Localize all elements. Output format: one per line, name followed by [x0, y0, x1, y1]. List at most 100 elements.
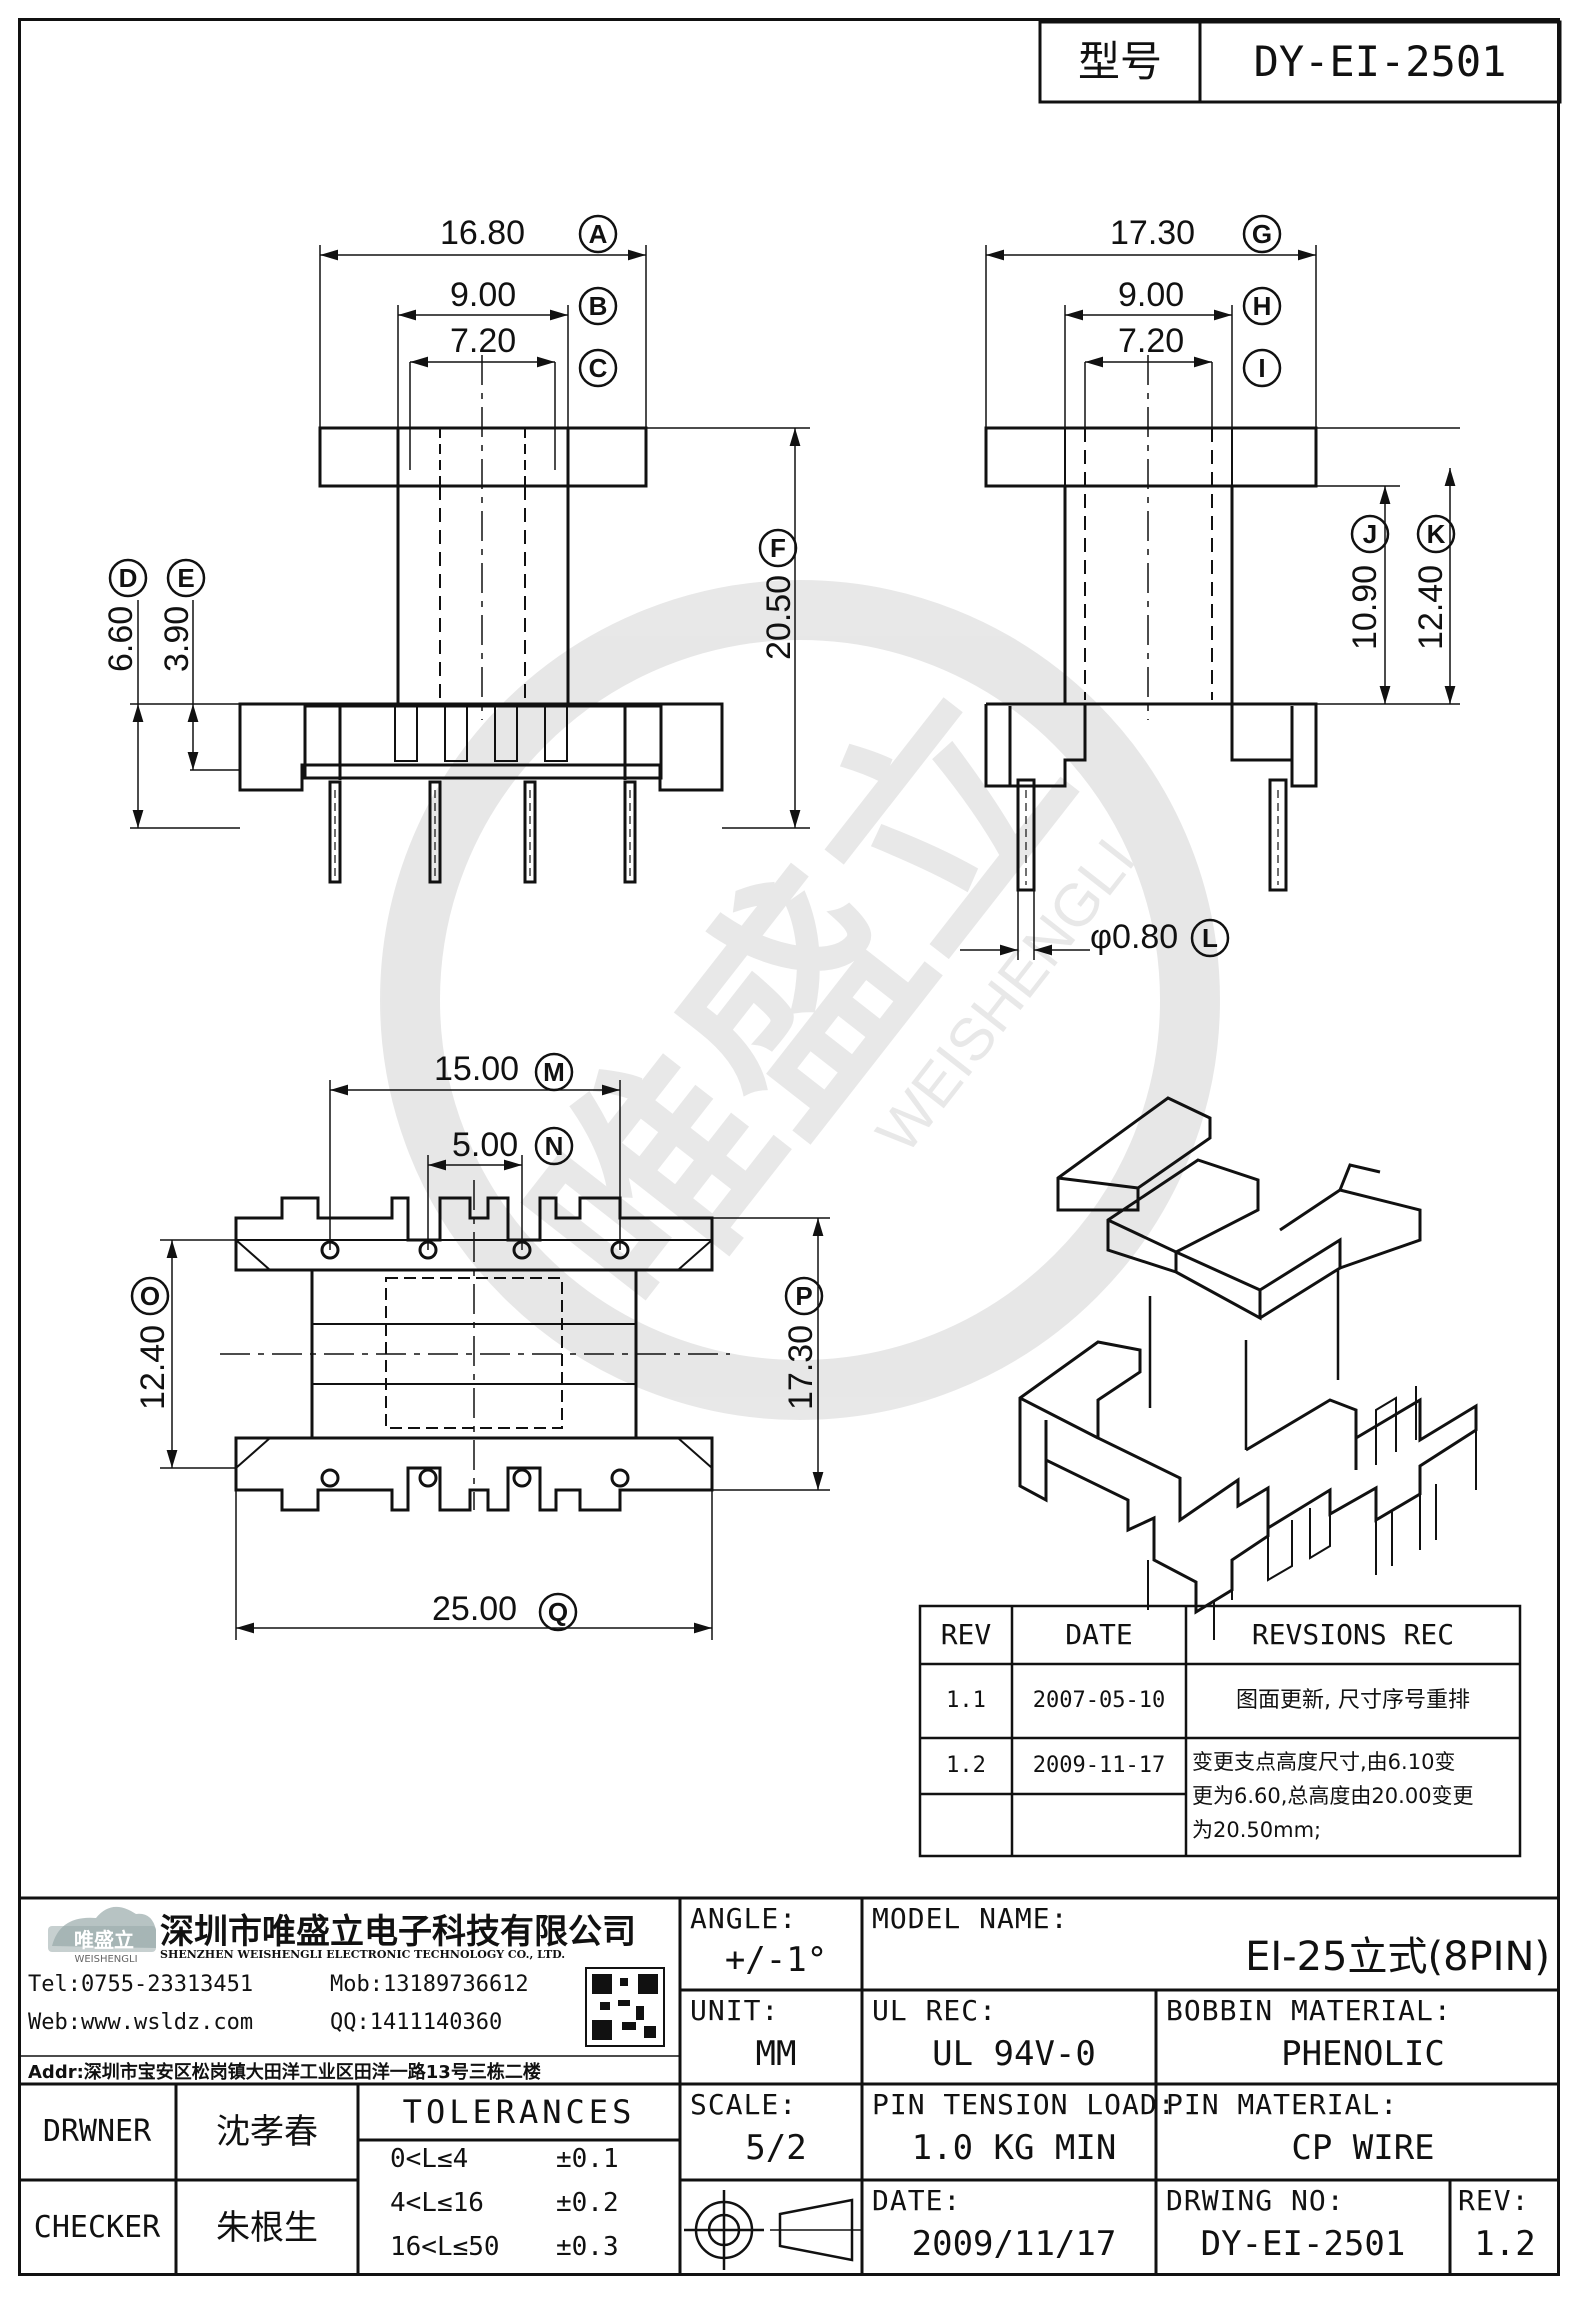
logo-text: 唯盛立 [74, 1928, 134, 1952]
dim-g-value: 17.30 [1110, 214, 1195, 252]
tolerance-range-3: 16<L≤50 [390, 2232, 500, 2262]
callout-markers [108, 214, 1456, 1632]
svg-text:G: G [1252, 219, 1272, 249]
date-value: 2009/11/17 [911, 2224, 1117, 2264]
tolerance-value-3: ±0.3 [556, 2232, 619, 2262]
rev-header-rec: REVSIONS REC [1251, 1618, 1455, 1651]
tolerances-label: TOLERANCES [402, 2093, 636, 2131]
side-view [960, 245, 1460, 960]
svg-text:J: J [1363, 519, 1377, 549]
svg-text:F: F [770, 533, 786, 563]
tolerance-range-2: 4<L≤16 [390, 2188, 484, 2218]
svg-text:O: O [140, 1281, 160, 1311]
dim-o-value: 12.40 [134, 1325, 172, 1410]
svg-text:H: H [1253, 291, 1272, 321]
svg-text:C: C [589, 353, 608, 383]
dim-h-value: 9.00 [1118, 276, 1184, 314]
rev-row-1-rec: 图面更新, 尺寸序号重排 [1236, 1688, 1470, 1713]
dim-q-value: 25.00 [432, 1590, 517, 1628]
unit-label: UNIT: [690, 1994, 780, 2027]
rev-row-2-rec-line-2: 更为6.60,总高度由20.00变更 [1192, 1784, 1474, 1808]
rev-row-2-rev: 1.2 [946, 1753, 986, 1778]
model-name-value: EI-25立式(8PIN) [1245, 1934, 1550, 1980]
date-label: DATE: [872, 2184, 962, 2217]
ul-rec-value: UL 94V-0 [932, 2034, 1096, 2074]
front-view [130, 245, 810, 884]
rev-header-date: DATE [1065, 1618, 1133, 1651]
rev-row-2-date: 2009-11-17 [1032, 1753, 1166, 1778]
svg-text:B: B [589, 291, 608, 321]
drawer-label: DRWNER [42, 2114, 152, 2149]
svg-text:E: E [177, 563, 194, 593]
company-tel: Tel:0755-23313451 [28, 1972, 254, 1997]
dim-p-value: 17.30 [782, 1325, 820, 1410]
dim-n-value: 5.00 [452, 1126, 518, 1164]
dim-f-value: 20.50 [760, 575, 798, 660]
tolerance-value-1: ±0.1 [556, 2144, 619, 2174]
pin-tension-label: PIN TENSION LOAD: [872, 2088, 1176, 2121]
watermark: 唯盛立 WEISHENGLI [380, 580, 1220, 1420]
rev-value: 1.2 [1474, 2224, 1536, 2264]
svg-text:Q: Q [548, 1597, 568, 1627]
svg-text:M: M [543, 1057, 565, 1087]
dim-e-value: 3.90 [158, 606, 196, 672]
drawing-no-label: DRWING NO: [1166, 2184, 1345, 2217]
qr-code-icon [585, 1967, 665, 2047]
svg-text:A: A [589, 219, 608, 249]
drawer-value: 沈孝春 [216, 2112, 318, 2152]
pin-material-value: CP WIRE [1291, 2128, 1435, 2168]
scale-value: 5/2 [745, 2128, 807, 2168]
company-address: Addr:深圳市宝安区松岗镇大田洋工业区田洋一路13号三栋二楼 [28, 2062, 541, 2083]
bobbin-material-value: PHENOLIC [1281, 2034, 1445, 2074]
svg-text:N: N [545, 1131, 564, 1161]
checker-value: 朱根生 [216, 2208, 318, 2248]
dim-d-value: 6.60 [102, 606, 140, 672]
drawing-no-value: DY-EI-2501 [1200, 2224, 1406, 2264]
type-header-box [1038, 20, 1562, 104]
svg-text:K: K [1427, 519, 1446, 549]
dim-j-value: 10.90 [1346, 565, 1384, 650]
dim-a-value: 16.80 [440, 214, 525, 252]
dim-l-value: φ0.80 [1090, 918, 1178, 956]
checker-label: CHECKER [33, 2210, 161, 2245]
rev-header-rev: REV [940, 1618, 992, 1651]
type-label: 型号 [1077, 37, 1162, 86]
scale-label: SCALE: [690, 2088, 798, 2121]
drawing-frame [18, 18, 1560, 2276]
tolerance-range-1: 0<L≤4 [390, 2144, 469, 2174]
projection-symbol-icon [684, 2190, 862, 2270]
svg-text:D: D [119, 563, 138, 593]
isometric-view [1018, 1096, 1478, 1640]
company-name-en: SHENZHEN WEISHENGLI ELECTRONIC TECHNOLOG… [160, 1948, 566, 1961]
pin-tension-value: 1.0 KG MIN [911, 2128, 1117, 2168]
company-name-cn: 深圳市唯盛立电子科技有限公司 [160, 1912, 636, 1952]
rev-row-1-rev: 1.1 [946, 1688, 986, 1713]
rev-row-2-rec-line-1: 变更支点高度尺寸,由6.10变 [1192, 1750, 1456, 1774]
dim-c-value: 7.20 [450, 322, 516, 360]
title-block-grid [18, 1896, 1560, 2276]
rev-label: REV: [1458, 2184, 1530, 2217]
pin-material-label: PIN MATERIAL: [1166, 2088, 1399, 2121]
angle-value: +/-1° [724, 1940, 828, 1980]
tolerance-value-2: ±0.2 [556, 2188, 619, 2218]
svg-text:L: L [1202, 923, 1218, 953]
model-name-label: MODEL NAME: [872, 1902, 1069, 1935]
svg-text:P: P [795, 1281, 812, 1311]
ul-rec-label: UL REC: [872, 1994, 998, 2027]
bottom-view [160, 1080, 830, 1640]
company-logo-icon [48, 1906, 156, 1952]
company-qq: QQ:1411140360 [330, 2010, 503, 2035]
unit-value: MM [755, 2034, 797, 2074]
revision-table [918, 1604, 1522, 1858]
dim-i-value: 7.20 [1118, 322, 1184, 360]
dim-k-value: 12.40 [1412, 565, 1450, 650]
logo-subtext: WEISHENGLI [74, 1954, 138, 1965]
type-value: DY-EI-2501 [1253, 37, 1507, 86]
rev-row-2-rec-line-3: 为20.50mm; [1192, 1818, 1322, 1842]
dim-m-value: 15.00 [434, 1050, 519, 1088]
dim-b-value: 9.00 [450, 276, 516, 314]
svg-text:I: I [1258, 353, 1265, 383]
company-mob: Mob:13189736612 [330, 1972, 529, 1997]
company-web: Web:www.wsldz.com [28, 2010, 254, 2035]
